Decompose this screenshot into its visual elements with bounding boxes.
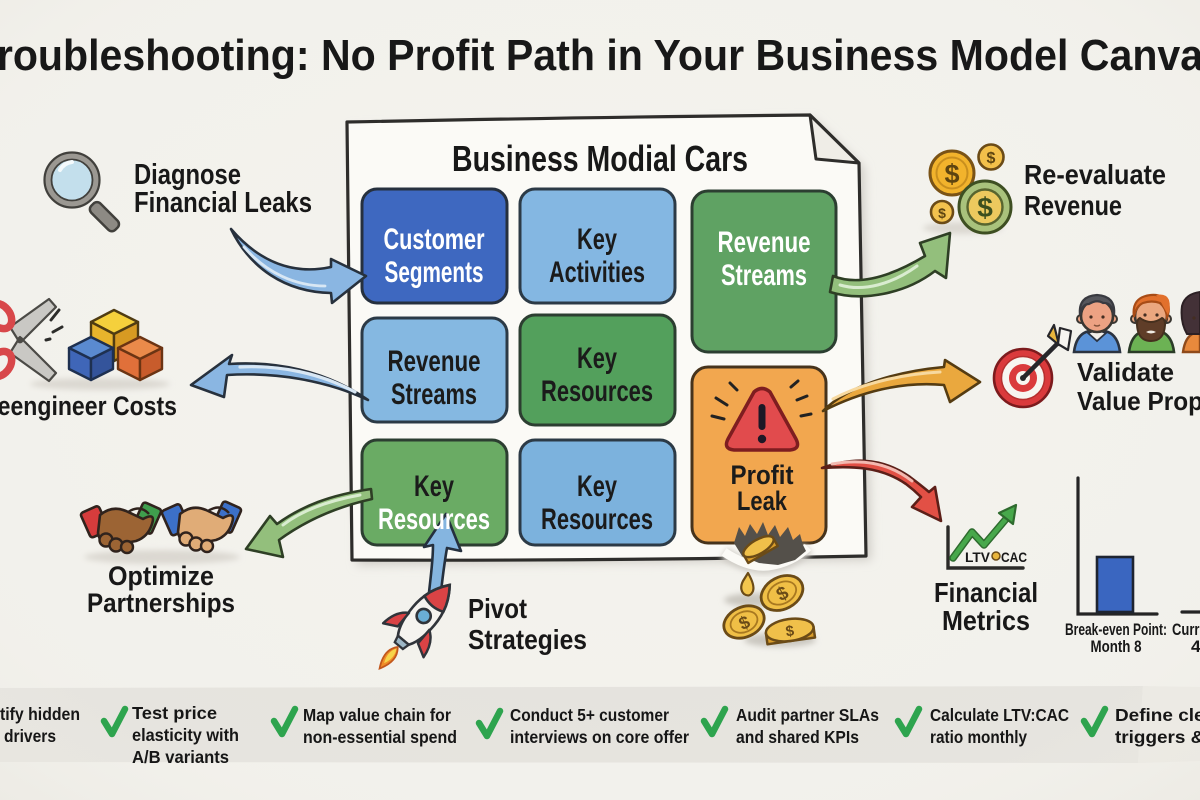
svg-text:non-essential spend: non-essential spend	[303, 727, 457, 747]
svg-text:Streams: Streams	[721, 259, 807, 292]
svg-text:Calculate LTV:CAC: Calculate LTV:CAC	[930, 705, 1069, 725]
svg-text:Key: Key	[577, 342, 617, 375]
svg-text:Revenue: Revenue	[388, 345, 481, 378]
svg-text:Value Proposition: Value Proposition	[1077, 386, 1200, 416]
svg-text:Troubleshooting: No Profit Pat: Troubleshooting: No Profit Path in Your …	[0, 31, 1200, 80]
svg-text:Revenue: Revenue	[1024, 190, 1122, 221]
svg-text:Break-even Point:: Break-even Point:	[1065, 621, 1167, 639]
svg-text:Key: Key	[414, 470, 454, 503]
svg-text:Resources: Resources	[378, 503, 490, 536]
svg-text:Audit partner SLAs: Audit partner SLAs	[736, 705, 879, 725]
svg-text:Test price: Test price	[132, 703, 217, 723]
svg-text:Map value chain for: Map value chain for	[303, 705, 451, 725]
svg-text:Pivot: Pivot	[468, 593, 527, 624]
svg-text:Key: Key	[577, 223, 617, 256]
svg-text:Resources: Resources	[541, 375, 653, 408]
svg-text:tify hidden: tify hidden	[0, 704, 80, 724]
svg-text:Financial Leaks: Financial Leaks	[134, 187, 312, 219]
svg-text:$: $	[785, 622, 796, 640]
svg-text:Optimize: Optimize	[108, 561, 214, 591]
svg-text:Current: Current	[1172, 621, 1200, 639]
svg-text:and shared KPIs: and shared KPIs	[736, 727, 859, 747]
svg-text:Leak: Leak	[737, 486, 788, 516]
svg-text:CAC: CAC	[1001, 549, 1027, 565]
svg-text:Diagnose: Diagnose	[134, 159, 241, 191]
svg-text:ratio monthly: ratio monthly	[930, 727, 1027, 747]
svg-text:Financial: Financial	[934, 577, 1038, 608]
svg-text:Streams: Streams	[391, 378, 477, 411]
svg-text:A/B variants: A/B variants	[132, 747, 229, 767]
svg-text:4.2x: 4.2x	[1191, 638, 1200, 656]
svg-text:LTV: LTV	[965, 549, 991, 565]
svg-text:Reengineer Costs: Reengineer Costs	[0, 391, 177, 421]
svg-text:Activities: Activities	[549, 256, 645, 289]
svg-text:Profit: Profit	[731, 460, 794, 490]
svg-text:Strategies: Strategies	[468, 624, 587, 655]
svg-text:triggers & timeline: triggers & timeline	[1115, 727, 1200, 747]
svg-text:Re-evaluate: Re-evaluate	[1024, 159, 1166, 190]
svg-text:$: $	[987, 150, 996, 167]
svg-text:drivers: drivers	[4, 726, 56, 746]
svg-text:Validate: Validate	[1077, 357, 1174, 387]
svg-text:$: $	[938, 205, 946, 221]
svg-text:Conduct 5+ customer: Conduct 5+ customer	[510, 705, 669, 725]
svg-text:Segments: Segments	[385, 256, 484, 289]
svg-text:Revenue: Revenue	[718, 226, 811, 259]
svg-text:interviews on core offer: interviews on core offer	[510, 727, 689, 747]
svg-text:elasticity with: elasticity with	[132, 725, 239, 745]
svg-text:$: $	[944, 159, 959, 189]
svg-text:Customer: Customer	[384, 223, 485, 256]
svg-text:Month 8: Month 8	[1091, 638, 1142, 656]
svg-text:$: $	[977, 192, 993, 223]
svg-text:Define clear pivot: Define clear pivot	[1115, 705, 1200, 725]
svg-text:Key: Key	[577, 470, 617, 503]
svg-text:Business Modial Cars: Business Modial Cars	[452, 138, 748, 179]
svg-text:Metrics: Metrics	[942, 605, 1030, 636]
svg-text:Resources: Resources	[541, 503, 653, 536]
svg-text:Partnerships: Partnerships	[87, 588, 235, 618]
